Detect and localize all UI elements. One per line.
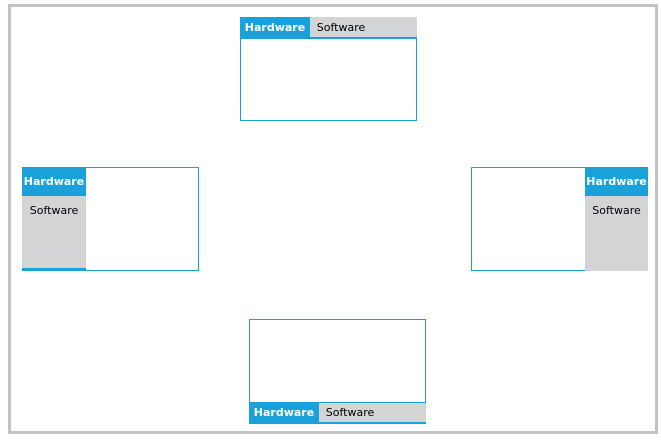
tab-panel-left [86,167,199,271]
tab-panel-right [471,167,586,271]
tab-strip-bottom: Hardware Software [249,402,426,424]
tab-strip-top: Hardware Software [240,17,417,39]
tab-control-top: Hardware Software [240,17,417,121]
tab-panel-top [240,39,417,121]
tab-panel-bottom [249,319,426,402]
tab-strip-left: Hardware Software [22,167,86,271]
tab-software-top[interactable]: Software [316,20,366,34]
tab-software-bottom[interactable]: Software [325,406,375,419]
tab-control-right: Hardware Software [471,167,648,271]
tab-software-right[interactable]: Software [592,203,641,217]
tab-hardware-right[interactable]: Hardware [585,167,648,196]
tab-hardware-left[interactable]: Hardware [22,167,86,196]
tab-software-left[interactable]: Software [29,203,79,217]
tab-strip-right: Hardware Software [585,167,648,271]
tab-hardware-bottom[interactable]: Hardware [249,403,319,422]
tab-hardware-top[interactable]: Hardware [240,17,310,37]
tab-control-left: Hardware Software [22,167,199,271]
tab-control-bottom: Hardware Software [249,319,426,424]
